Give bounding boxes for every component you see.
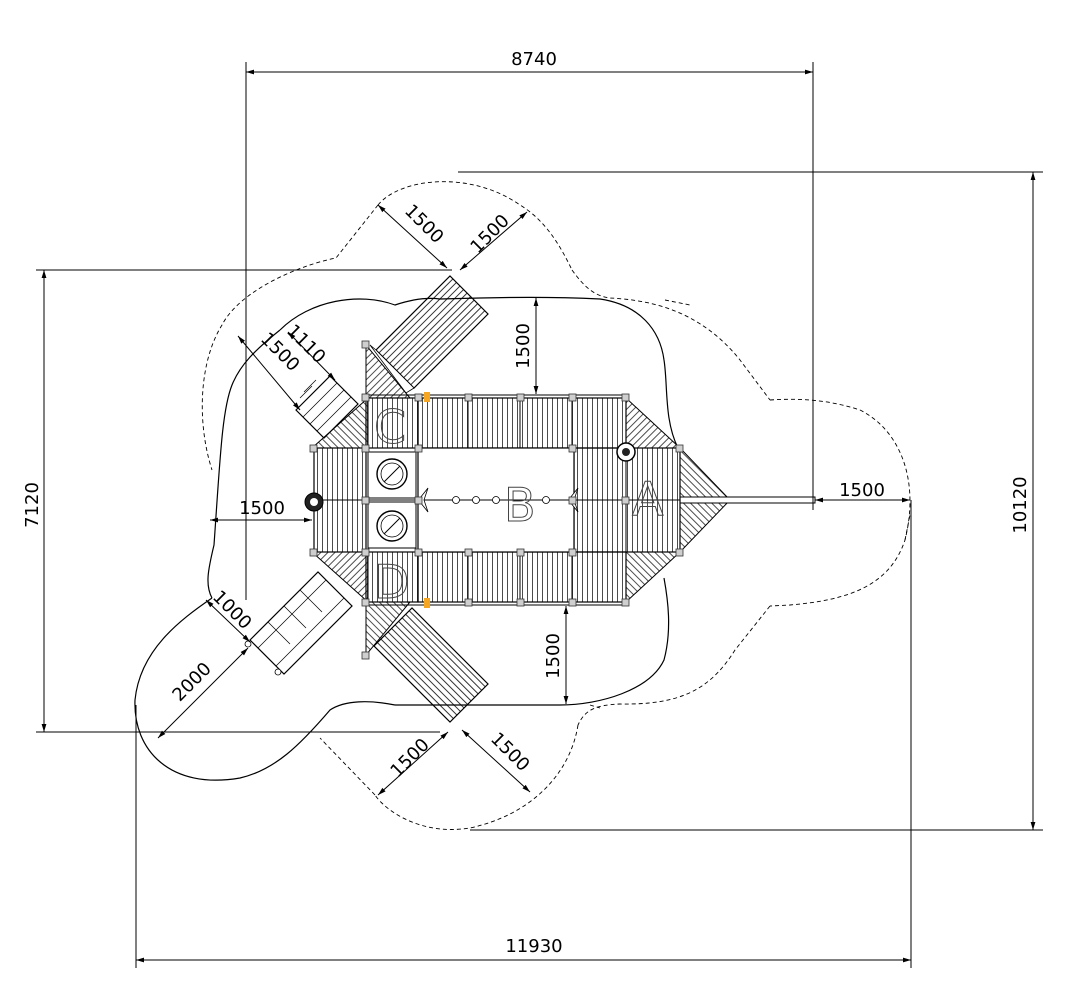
bottom-slide xyxy=(373,607,489,723)
dimension-lines xyxy=(36,62,1043,968)
dim-top-slide-right: 1500 xyxy=(466,210,513,257)
dim-left-side: 1500 xyxy=(239,498,285,519)
deck-label-a: A xyxy=(632,472,664,526)
play-structure: C D B A xyxy=(244,275,816,723)
dim-bottom-slide-right: 1500 xyxy=(486,728,533,775)
posts xyxy=(309,340,684,660)
center-details xyxy=(419,487,579,513)
dim-overall-width-top: 8740 xyxy=(511,49,557,70)
bottom-left-ramp xyxy=(244,571,353,676)
deck-label-d: D xyxy=(374,555,409,609)
porthole-lower xyxy=(367,501,417,549)
accent-marker-bottom xyxy=(424,598,430,608)
ladder-top-left xyxy=(295,375,359,439)
dim-bottom-deck: 1500 xyxy=(543,633,564,679)
safety-zone-outer-dashed xyxy=(201,181,911,830)
dim-bottom-slide-left: 1500 xyxy=(386,734,433,781)
dim-overall-width-bottom: 11930 xyxy=(505,936,562,957)
dim-overall-height-left: 7120 xyxy=(22,482,43,528)
dim-lower-left-a: 1000 xyxy=(208,586,255,633)
dim-lower-left-b: 2000 xyxy=(168,658,215,705)
dim-right-bar: 1500 xyxy=(839,480,885,501)
steering-wheel-right xyxy=(616,442,636,462)
deck-label-b: B xyxy=(504,478,536,532)
top-slide xyxy=(369,275,489,394)
accent-marker-top xyxy=(424,392,430,402)
dim-top-slide-left: 1500 xyxy=(400,200,447,247)
deck-label-c: C xyxy=(374,400,406,454)
porthole-upper xyxy=(367,451,417,499)
steering-wheel-left xyxy=(304,492,324,512)
dim-top-deck: 1500 xyxy=(513,323,534,369)
dim-overall-height-right: 10120 xyxy=(1010,476,1031,533)
